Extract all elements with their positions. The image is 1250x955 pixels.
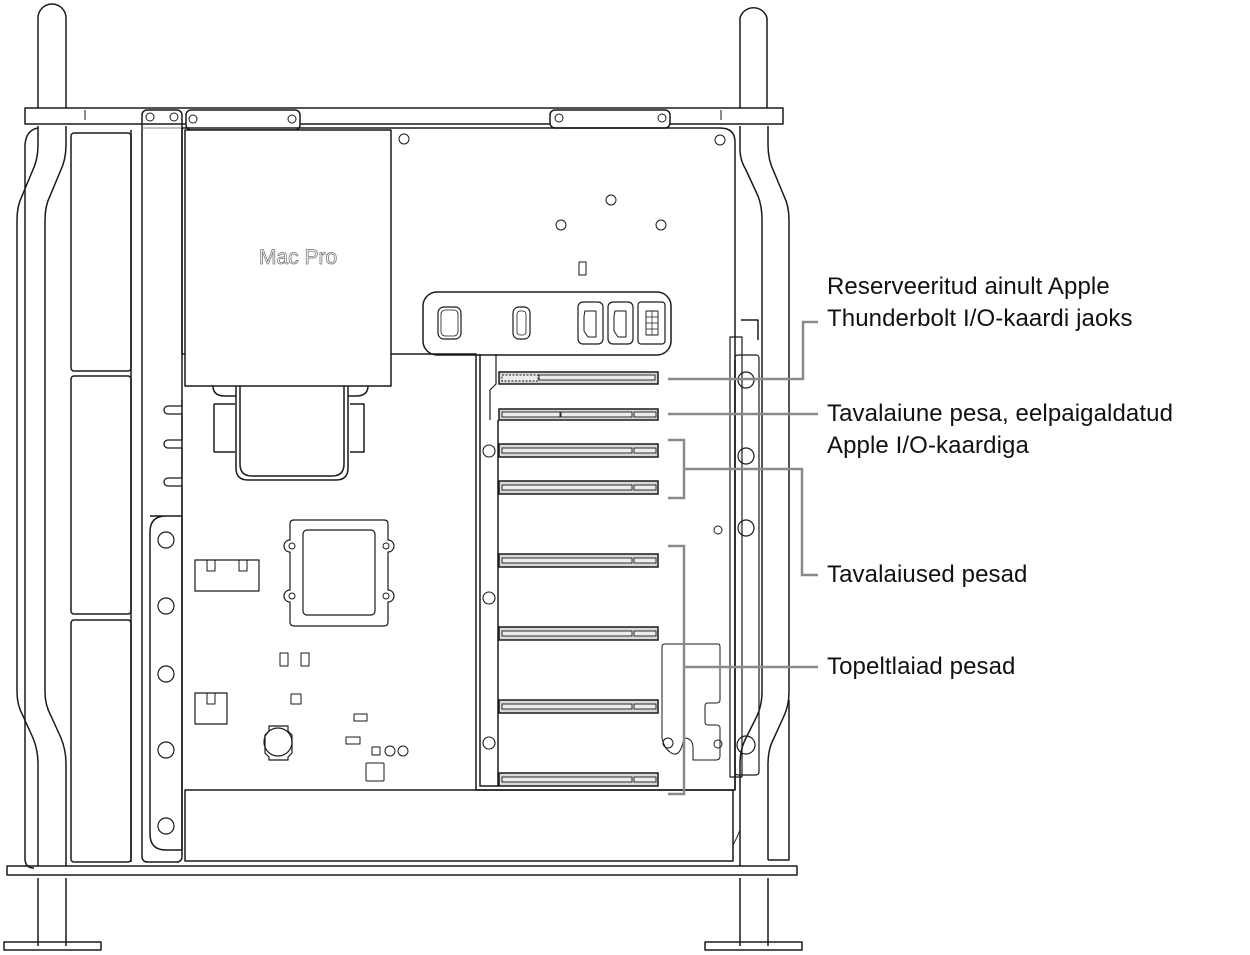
right-latch: [713, 319, 760, 790]
right-frame-handle: [704, 6, 803, 951]
slot-4: [498, 480, 659, 495]
bottom-rail: [6, 865, 798, 876]
callout-line: Thunderbolt I/O-kaardi jaoks: [827, 305, 1133, 332]
mac-pro-logo: Mac Pro: [259, 246, 338, 270]
hdmi-port-icon: [613, 310, 627, 338]
callout-line: Topeltlaiad pesad: [827, 653, 1016, 680]
pcie-rail: [479, 354, 499, 787]
callout-apple-io-slot: Tavalaiune pesa, eelpaigaldatud Apple I/…: [827, 398, 1173, 462]
svg-text:Mac Pro: Mac Pro: [259, 246, 337, 269]
power-supply-cover: [184, 129, 392, 387]
callout-double-wide-slots: Topeltlaiad pesad: [827, 651, 1016, 683]
usb-c-port-icon: [512, 306, 531, 340]
leader-double: [668, 544, 818, 796]
slot-8: [498, 772, 659, 787]
slot-5: [498, 553, 659, 568]
leader-standard: [668, 438, 818, 577]
slot-1-reserved: [498, 371, 659, 385]
usb-a-port-icon: [437, 306, 462, 340]
leader-lines: [668, 320, 818, 796]
callout-line: Tavalaiused pesad: [827, 561, 1028, 588]
leader-reserved: [668, 320, 818, 381]
hdmi-port-icon: [583, 310, 597, 338]
pcie-slots: [498, 371, 659, 787]
callout-line: Apple I/O-kaardiga: [827, 432, 1029, 459]
cpu-socket: [283, 519, 395, 627]
top-rail: [24, 107, 784, 125]
callout-line: Reserveeritud ainult Apple: [827, 273, 1110, 300]
callout-standard-slots: Tavalaiused pesad: [827, 559, 1028, 591]
slot-6: [498, 626, 659, 641]
fan-bays: [70, 130, 132, 863]
callout-reserved-slot: Reserveeritud ainult Apple Thunderbolt I…: [827, 271, 1133, 335]
logic-board: [181, 127, 736, 791]
lower-drive-bay: [184, 789, 734, 862]
io-panel: [422, 291, 672, 356]
slot-2-apple-io: [498, 408, 659, 421]
coin-battery: [263, 725, 293, 761]
left-frame-handle: [3, 3, 102, 951]
heatsink: [212, 385, 369, 481]
callout-line: Tavalaiune pesa, eelpaigaldatud: [827, 400, 1174, 427]
slot-7: [498, 699, 659, 714]
slot-3: [498, 443, 659, 458]
